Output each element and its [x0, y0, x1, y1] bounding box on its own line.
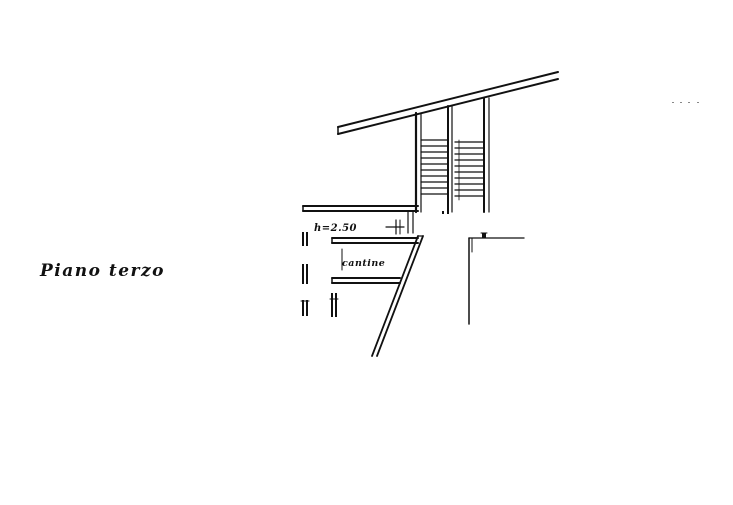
cellar-wall	[331, 237, 419, 284]
paper-specks	[672, 102, 699, 103]
diagonal-ramp	[371, 235, 424, 357]
floor-label: Piano terzo	[39, 261, 165, 281]
height-dimension-arrow	[385, 219, 405, 235]
right-wall	[468, 232, 525, 325]
height-annotation: h=2.50	[314, 223, 357, 234]
floor-slab	[302, 205, 419, 234]
stairwell-base-marks	[442, 211, 449, 214]
room-label: cantine	[342, 258, 385, 269]
stair-treads	[420, 139, 485, 201]
stairwell-walls	[414, 97, 490, 214]
left-wall-marks	[300, 232, 339, 317]
